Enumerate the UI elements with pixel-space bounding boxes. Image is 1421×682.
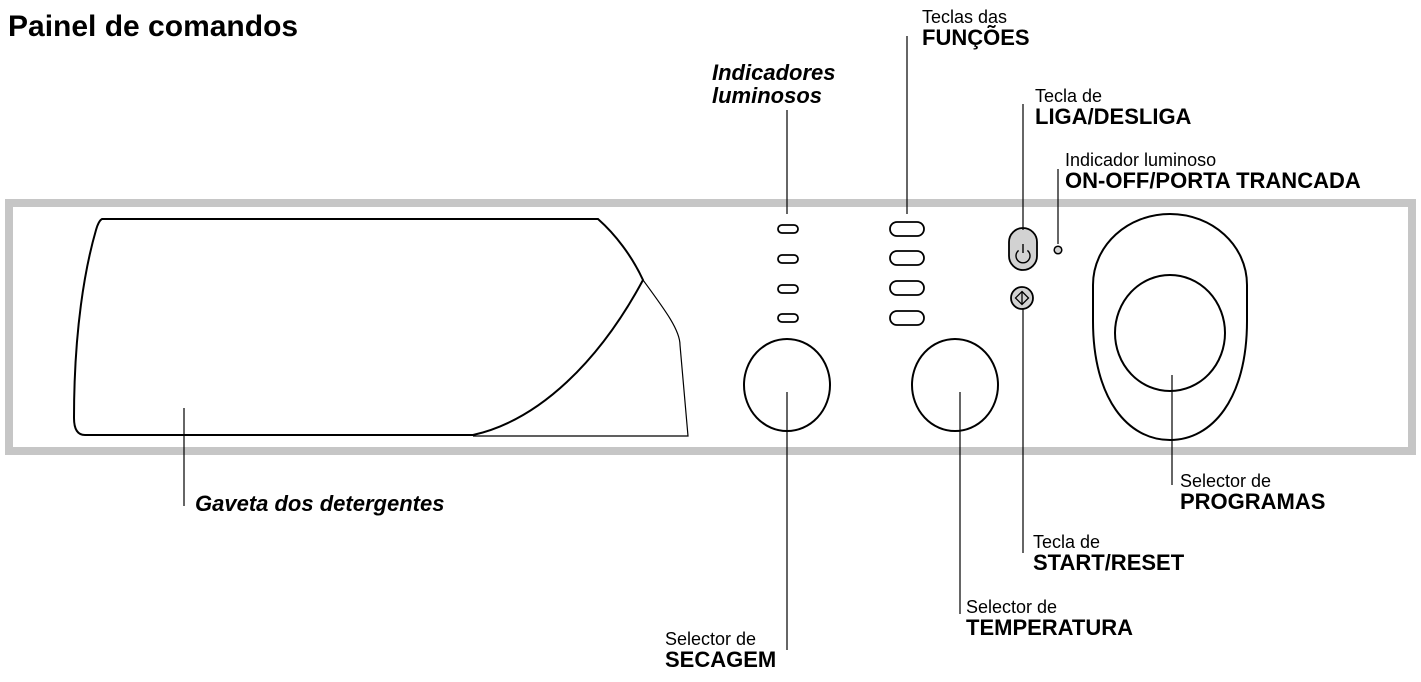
- page-title: Painel de comandos: [8, 10, 299, 43]
- indicator-lights-group: [777, 224, 799, 323]
- indicator-lights-label-line2: luminosos: [712, 83, 823, 108]
- program-selector-knob[interactable]: [1114, 274, 1226, 392]
- temperature-selector-label: Selector de TEMPERATURA: [966, 598, 1133, 639]
- function-keys-label: Teclas das FUNÇÕES: [922, 8, 1030, 49]
- function-keys-label-bold: FUNÇÕES: [922, 25, 1030, 50]
- drying-selector-label-small: Selector de: [665, 629, 757, 649]
- function-key-3[interactable]: [889, 280, 925, 296]
- power-key-label-bold: LIGA/DESLIGA: [1035, 104, 1192, 129]
- function-key-2[interactable]: [889, 250, 925, 266]
- start-reset-icon: [1014, 290, 1030, 306]
- drying-selector-label: Selector de SECAGEM: [665, 630, 776, 671]
- on-off-door-lock-indicator: [1053, 245, 1063, 255]
- drawer-side-outline: [473, 279, 689, 437]
- indicator-lights-label-line1: Indicadores: [712, 60, 836, 85]
- leader-lines: [183, 36, 1173, 650]
- function-key-1[interactable]: [889, 221, 925, 237]
- power-key-label: Tecla de LIGA/DESLIGA: [1035, 87, 1191, 128]
- indicator-light: [777, 313, 799, 323]
- on-off-indicator-label-small: Indicador luminoso: [1065, 150, 1217, 170]
- detergent-drawer-label-text: Gaveta dos detergentes: [195, 491, 445, 516]
- start-reset-key-label-small: Tecla de: [1033, 532, 1101, 552]
- power-button[interactable]: [1008, 227, 1038, 271]
- power-icon: [1015, 244, 1031, 264]
- on-off-indicator-label: Indicador luminoso ON-OFF/PORTA TRANCADA: [1065, 151, 1361, 192]
- start-reset-key-label: Tecla de START/RESET: [1033, 533, 1184, 574]
- temperature-selector-knob[interactable]: [911, 338, 999, 432]
- function-keys-label-small: Teclas das: [922, 7, 1008, 27]
- program-selector-label-small: Selector de: [1180, 471, 1272, 491]
- temperature-selector-label-bold: TEMPERATURA: [966, 615, 1134, 640]
- control-panel-frame: [5, 199, 1416, 455]
- detergent-drawer[interactable]: [72, 218, 689, 437]
- on-off-indicator-label-bold: ON-OFF/PORTA TRANCADA: [1065, 168, 1361, 193]
- indicator-light: [777, 254, 799, 264]
- program-selector-label: Selector de PROGRAMAS: [1180, 472, 1325, 513]
- drawer-front-outline: [72, 218, 645, 436]
- indicator-lights-label: Indicadores luminosos: [712, 61, 835, 107]
- indicator-light: [777, 224, 799, 234]
- start-reset-key-label-bold: START/RESET: [1033, 550, 1185, 575]
- start-reset-button[interactable]: [1010, 286, 1034, 310]
- drying-selector-label-bold: SECAGEM: [665, 647, 777, 672]
- function-key-4[interactable]: [889, 310, 925, 326]
- program-selector-label-bold: PROGRAMAS: [1180, 489, 1326, 514]
- indicator-light: [777, 284, 799, 294]
- temperature-selector-label-small: Selector de: [966, 597, 1058, 617]
- power-key-label-small: Tecla de: [1035, 86, 1103, 106]
- detergent-drawer-label: Gaveta dos detergentes: [195, 492, 444, 515]
- program-selector[interactable]: [1092, 212, 1248, 442]
